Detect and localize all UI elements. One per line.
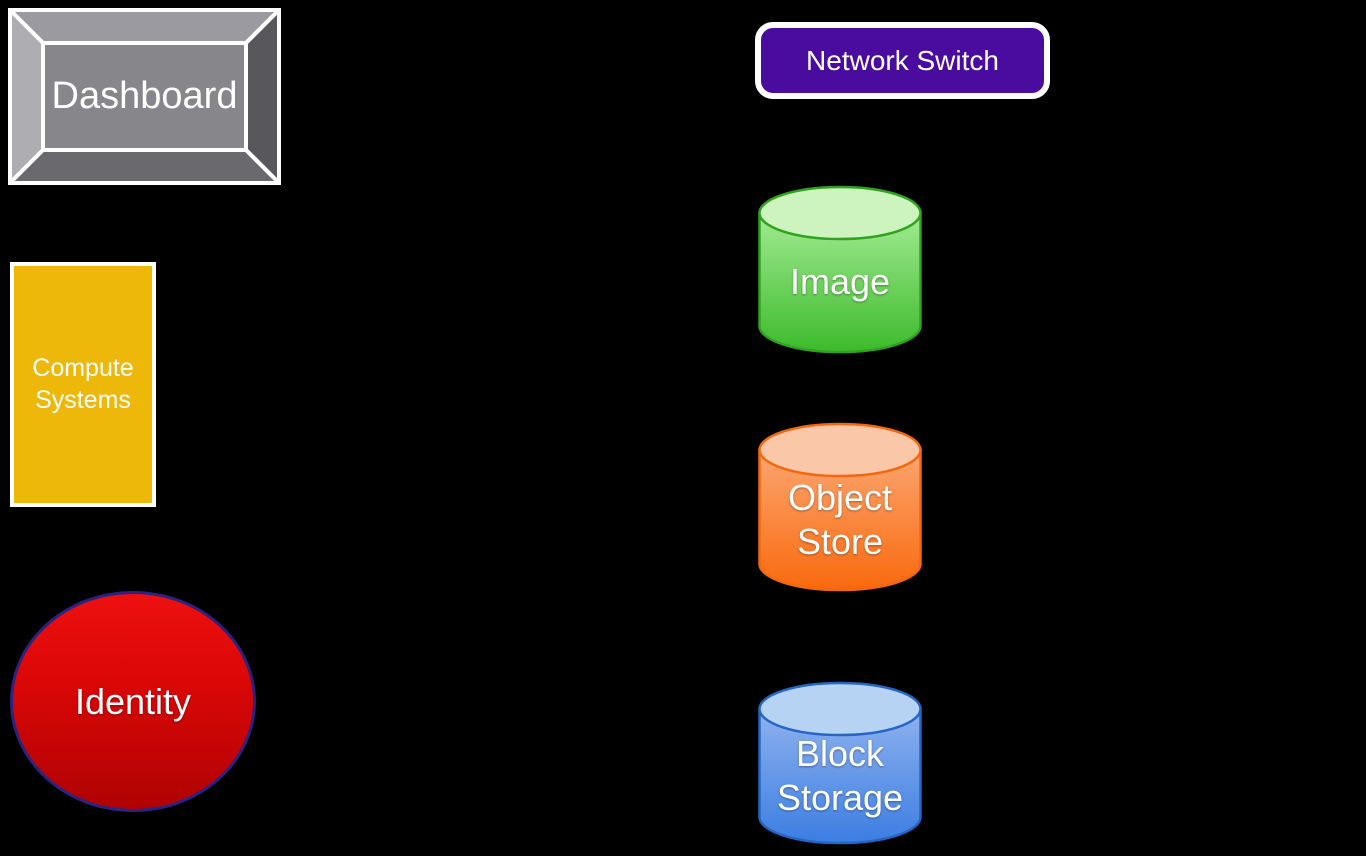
cylinder-body (758, 211, 922, 354)
node-identity[interactable]: Identity (10, 591, 256, 812)
bevel-bottom-face (8, 148, 281, 185)
node-image[interactable]: Image (757, 184, 923, 355)
node-compute-systems[interactable]: Compute Systems (10, 262, 156, 507)
cylinder-shape-image (758, 185, 922, 354)
bevel-center-face (41, 41, 248, 152)
node-block-storage[interactable]: Block Storage (757, 680, 923, 846)
cylinder-shape-block-storage (758, 681, 922, 845)
cylinder-shape-object-store (758, 422, 922, 592)
node-object-store[interactable]: Object Store (757, 421, 923, 593)
bevel-frame-shape (8, 8, 281, 185)
node-dashboard[interactable]: Dashboard (8, 8, 281, 185)
node-identity-label: Identity (74, 680, 192, 722)
cylinder-top (758, 681, 922, 737)
cylinder-body (758, 448, 922, 592)
cylinder-top (758, 422, 922, 478)
node-network-switch-label: Network Switch (806, 44, 999, 76)
node-compute-systems-label: Compute Systems (32, 354, 134, 414)
cylinder-body (758, 707, 922, 845)
node-network-switch[interactable]: Network Switch (755, 22, 1050, 99)
bevel-top-face (8, 8, 281, 45)
cylinder-top (758, 185, 922, 241)
